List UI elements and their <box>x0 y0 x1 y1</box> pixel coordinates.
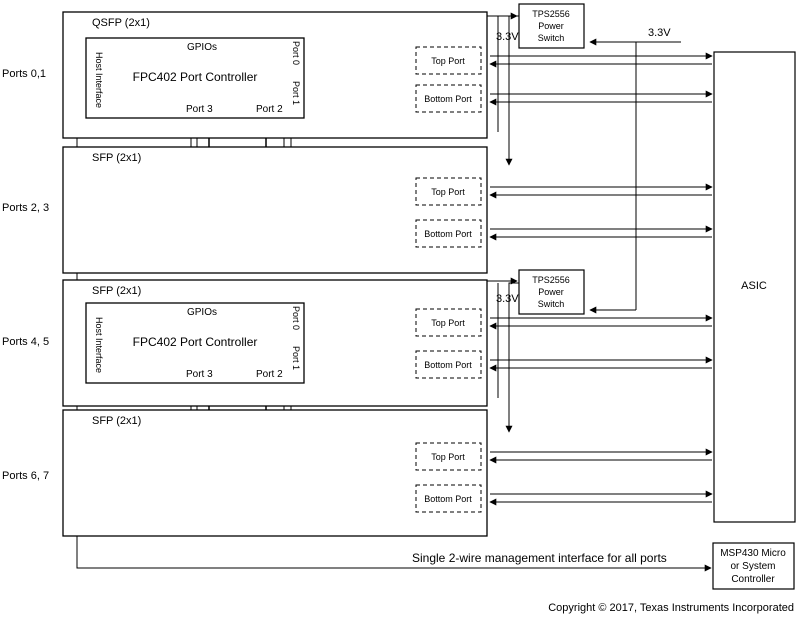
switch-voltage-label-1: 3.3V <box>496 293 519 305</box>
top-port-label-2: Top Port <box>431 318 465 328</box>
port-controller-box-0 <box>85 37 305 119</box>
top-port-box-1 <box>415 177 482 206</box>
mcu-line-3: Controller <box>731 574 775 585</box>
power-switch-line2-0: Power <box>538 21 564 31</box>
port1-label-0: Port 1 <box>291 81 301 105</box>
power-switch-line3-1: Switch <box>538 299 565 309</box>
bottom-port-label-3: Bottom Port <box>424 494 472 504</box>
host-interface-label-0: Host Interface <box>94 52 104 108</box>
port-controller-title-0: FPC402 Port Controller <box>133 70 258 84</box>
port-controller-title-1: FPC402 Port Controller <box>133 335 258 349</box>
port0-label-1: Port 0 <box>291 306 301 330</box>
port3-label-1: Port 3 <box>186 369 213 380</box>
top-port-label-3: Top Port <box>431 452 465 462</box>
port-group-label-6-7: Ports 6, 7 <box>2 470 49 482</box>
mcu-line-1: MSP430 Micro <box>720 548 786 559</box>
port-group-label-4-5: Ports 4, 5 <box>2 336 49 348</box>
bottom-port-label-2: Bottom Port <box>424 360 472 370</box>
module-box-3 <box>62 409 488 537</box>
port2-label-0: Port 2 <box>256 104 283 115</box>
bottom-port-box-0 <box>415 84 482 113</box>
top-port-label-0: Top Port <box>431 56 465 66</box>
power-switch-line2-1: Power <box>538 287 564 297</box>
host-interface-label-1: Host Interface <box>94 317 104 373</box>
port2-label-1: Port 2 <box>256 369 283 380</box>
module-box-1 <box>62 146 488 274</box>
switch-voltage-label-0: 3.3V <box>496 31 519 43</box>
port3-label-0: Port 3 <box>186 104 213 115</box>
module-label-0: QSFP (2x1) <box>92 17 150 29</box>
top-port-box-2 <box>415 308 482 337</box>
module-label-1: SFP (2x1) <box>92 152 141 164</box>
bottom-port-box-3 <box>415 484 482 513</box>
module-label-3: SFP (2x1) <box>92 415 141 427</box>
bottom-port-label-0: Bottom Port <box>424 94 472 104</box>
port-group-label-0-1: Ports 0,1 <box>2 68 46 80</box>
mcu-line-2: or System <box>730 561 775 572</box>
asic-box <box>713 51 796 523</box>
top-port-label-1: Top Port <box>431 187 465 197</box>
gpios-label-1: GPIOs <box>187 307 217 318</box>
supply-label: 3.3V <box>648 27 671 39</box>
bottom-port-box-2 <box>415 350 482 379</box>
bottom-port-label-1: Bottom Port <box>424 229 472 239</box>
power-switch-line1-1: TPS2556 <box>532 275 570 285</box>
module-label-2: SFP (2x1) <box>92 285 141 297</box>
top-port-box-3 <box>415 442 482 471</box>
mcu-box <box>712 542 795 590</box>
port0-label-0: Port 0 <box>291 41 301 65</box>
port-controller-box-1 <box>85 302 305 384</box>
power-switch-box-1 <box>518 269 585 315</box>
power-switch-box-0 <box>518 3 585 49</box>
management-label: Single 2-wire management interface for a… <box>412 551 667 565</box>
asic-label: ASIC <box>741 280 767 292</box>
power-switch-line1-0: TPS2556 <box>532 9 570 19</box>
top-port-box-0 <box>415 46 482 75</box>
power-switch-line3-0: Switch <box>538 33 565 43</box>
port1-label-1: Port 1 <box>291 346 301 370</box>
copyright: Copyright © 2017, Texas Instruments Inco… <box>548 602 794 614</box>
bottom-port-box-1 <box>415 219 482 248</box>
gpios-label-0: GPIOs <box>187 42 217 53</box>
boxes <box>62 3 796 590</box>
port-group-label-2-3: Ports 2, 3 <box>2 202 49 214</box>
